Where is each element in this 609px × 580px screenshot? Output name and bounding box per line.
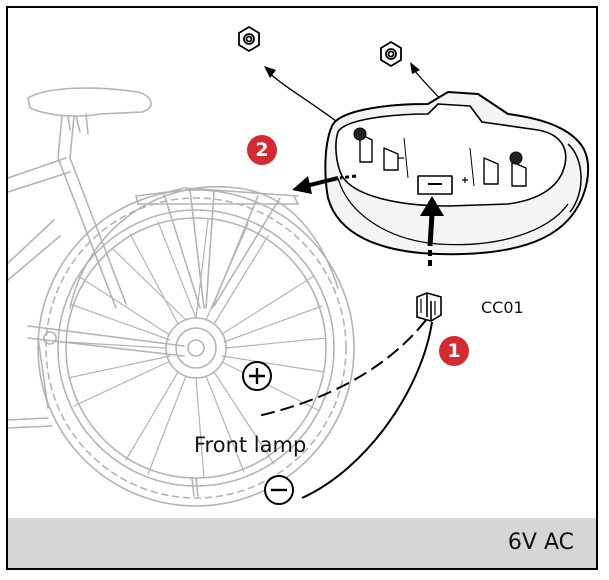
bike-hub — [165, 317, 227, 379]
voltage-band: 6V AC — [8, 518, 596, 568]
nut-arrow-head-right — [410, 62, 420, 74]
nut-right — [380, 40, 402, 68]
nut-arrow-head-left — [264, 66, 276, 78]
bike-saddle — [27, 87, 152, 117]
bike-rack — [135, 187, 299, 205]
front-lamp-label: Front lamp — [194, 433, 307, 457]
rear-lamp — [324, 91, 590, 256]
stud-left — [353, 127, 367, 141]
plus-symbol — [242, 361, 272, 391]
wires — [257, 319, 433, 499]
bike-seat-tube — [57, 115, 127, 309]
wire-negative — [301, 321, 433, 499]
lamp-slide-arrow — [292, 174, 357, 194]
step-2-badge: 2 — [247, 135, 277, 165]
diagram-frame: CC01 Front lamp 1 2 6V AC — [6, 6, 598, 570]
minus-symbol — [264, 475, 294, 505]
bike-fender — [69, 186, 339, 309]
voltage-label: 6V AC — [507, 530, 574, 555]
nut-left — [238, 25, 260, 53]
wire-positive — [257, 319, 427, 417]
rear-lamp-base — [335, 103, 567, 207]
bike-spokes — [65, 219, 327, 479]
cc01-connector — [416, 292, 442, 322]
step-1-badge: 1 — [439, 336, 469, 366]
bike-rear-tire-outer — [37, 189, 355, 507]
rear-lamp-wiring-illustration — [8, 25, 590, 507]
bicycle-drawing — [8, 87, 355, 507]
connector-label: CC01 — [481, 298, 524, 317]
stud-right — [509, 151, 523, 165]
connector-insert-arrow — [420, 196, 444, 266]
